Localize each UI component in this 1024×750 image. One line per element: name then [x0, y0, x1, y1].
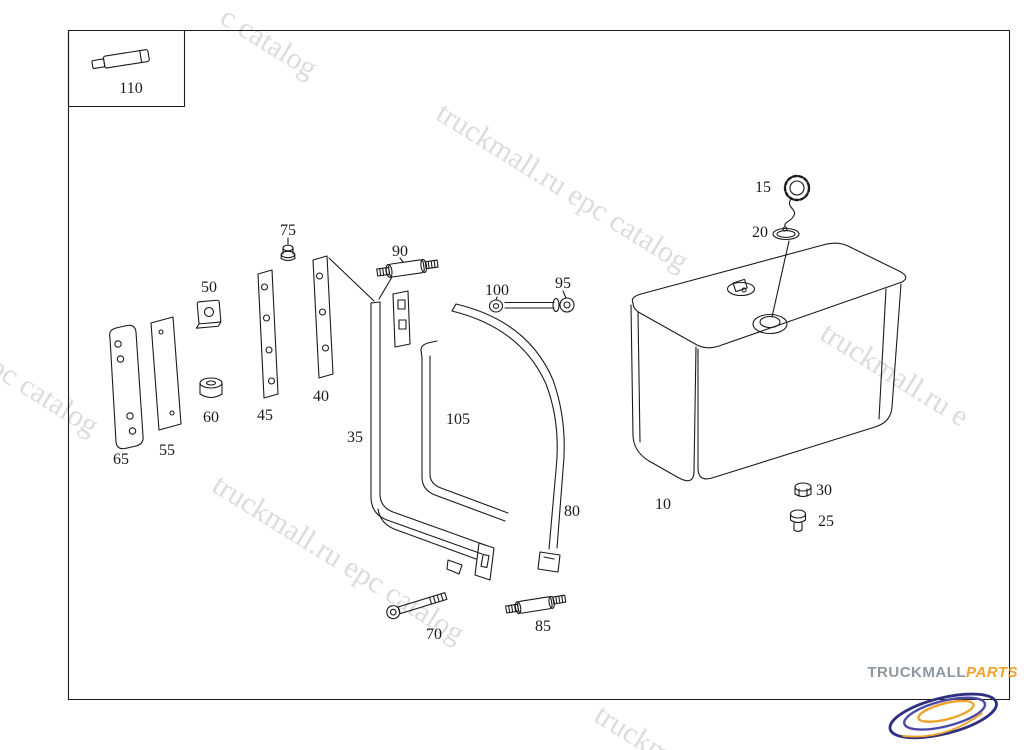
logo-brand: TRUCKMALL [867, 664, 967, 681]
part-label-110: 110 [119, 80, 143, 97]
part-label-85: 85 [535, 618, 551, 635]
part-label-80: 80 [564, 503, 580, 520]
part-label-45: 45 [257, 407, 273, 424]
logo-swirl-icon [888, 692, 998, 740]
leader-cap-to-neck [771, 240, 790, 318]
part-40-strip [312, 255, 334, 379]
part-105-strap [420, 340, 509, 522]
part-110-pin [91, 49, 150, 69]
part-label-10: 10 [655, 496, 671, 513]
part-label-30: 30 [816, 482, 832, 499]
part-label-100: 100 [485, 282, 509, 299]
logo-text: TRUCKMALLPARTS [853, 665, 1018, 680]
part-80-strap [451, 303, 565, 573]
part-label-105: 105 [446, 411, 470, 428]
logo-suffix: PARTS [966, 664, 1018, 681]
leader-90 [399, 257, 404, 263]
part-35-strap [370, 290, 486, 555]
part-label-55: 55 [159, 442, 175, 459]
inset-box [67, 29, 186, 108]
strap-lower-rail [377, 508, 495, 581]
part-30-washer [794, 482, 812, 498]
part-label-65: 65 [113, 451, 129, 468]
part-65-bracket [109, 324, 144, 450]
part-50-clamp [195, 299, 222, 329]
part-95-screw [504, 290, 575, 313]
part-label-35: 35 [347, 429, 363, 446]
diagram-border [67, 29, 1011, 701]
part-label-15: 15 [755, 179, 771, 196]
part-label-95: 95 [555, 275, 571, 292]
part-label-25: 25 [818, 513, 834, 530]
part-90-buffer [376, 259, 439, 278]
part-10-fuel-tank [630, 240, 907, 482]
part-label-60: 60 [203, 409, 219, 426]
part-label-75: 75 [280, 222, 296, 239]
part-75-nut [280, 237, 296, 262]
part-55-plate [150, 316, 182, 431]
part-100-washer [488, 296, 504, 313]
leader-90-to-strap [378, 276, 393, 300]
part-20-seal-ring [772, 227, 800, 241]
part-60-spacer [199, 377, 223, 399]
part-25-bolt [789, 509, 807, 533]
part-label-40: 40 [313, 388, 329, 405]
part-label-50: 50 [201, 279, 217, 296]
part-70-bolt [386, 592, 448, 620]
part-label-20: 20 [752, 224, 768, 241]
part-85-buffer [505, 594, 567, 615]
logo: TRUCKMALLPARTS [853, 665, 1018, 748]
part-45-strip [257, 269, 279, 399]
part-label-70: 70 [426, 626, 442, 643]
part-label-90: 90 [392, 243, 408, 260]
leader-40-to-strap [328, 257, 375, 302]
